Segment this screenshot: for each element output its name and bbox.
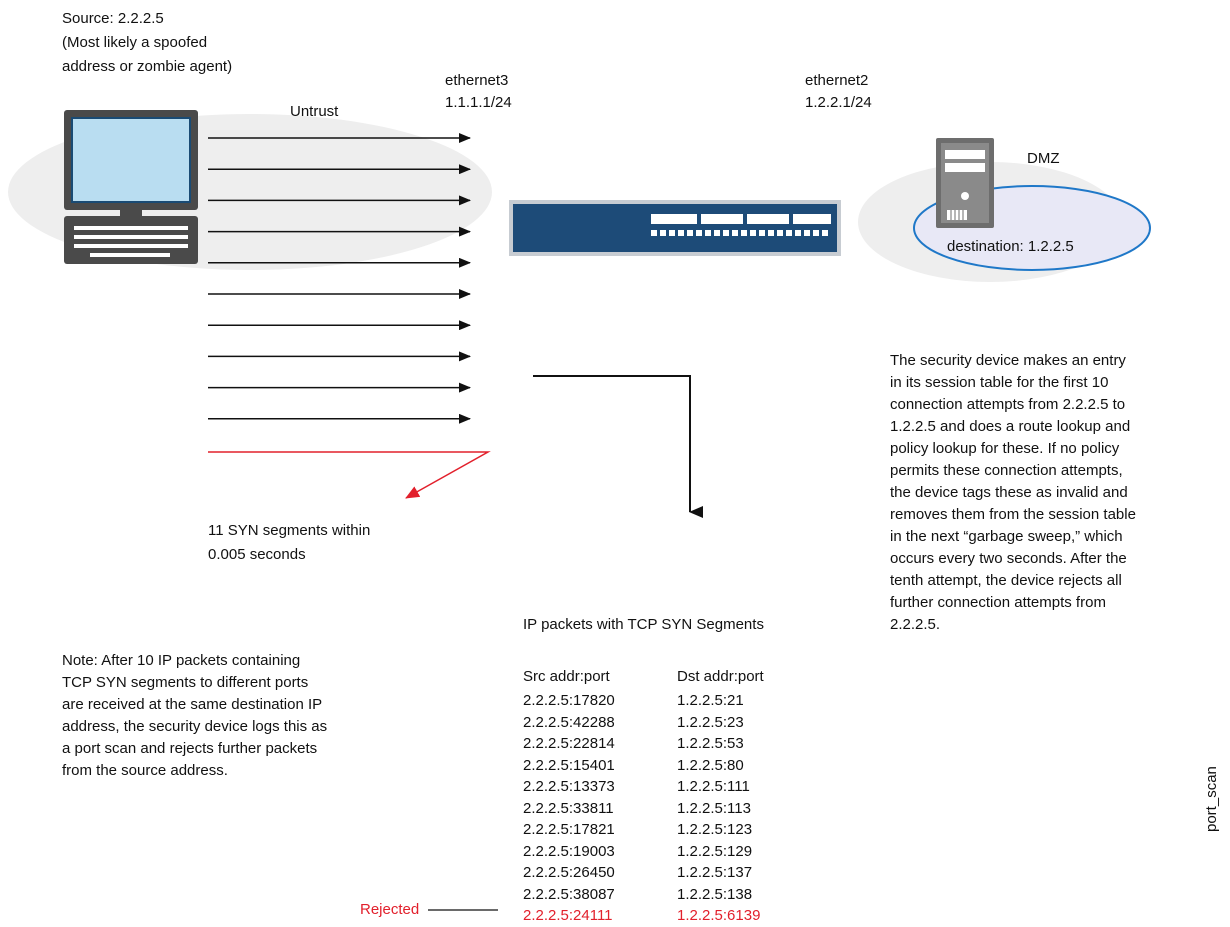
dst-header: Dst addr:port	[677, 668, 764, 685]
session-note-line: 1.2.2.5 and does a route lookup and	[890, 418, 1131, 435]
src-cell: 2.2.2.5:38087	[523, 885, 615, 903]
syn-arrows	[208, 133, 471, 424]
rejected-syn-arrow	[208, 451, 491, 499]
dst-cell: 1.2.2.5:129	[677, 842, 753, 860]
port-scan-note-line: from the source address.	[62, 762, 228, 779]
dst-cell: 1.2.2.5:80	[677, 756, 744, 774]
source-title: Source: 2.2.2.5	[62, 10, 164, 27]
security-device-icon	[509, 200, 841, 256]
ethernet2-ip: 1.2.2.1/24	[805, 94, 872, 111]
src-header: Src addr:port	[523, 668, 610, 685]
source-note-line2: address or zombie agent)	[62, 58, 233, 75]
syn-note-line1: 11 SYN segments within	[208, 522, 371, 539]
syn-note-line2: 0.005 seconds	[208, 546, 306, 563]
rejected-label: Rejected	[360, 901, 420, 918]
untrust-label: Untrust	[290, 103, 339, 120]
session-note-line: further connection attempts from	[890, 594, 1106, 611]
ethernet2-name: ethernet2	[805, 72, 869, 89]
port-scan-note: Note: After 10 IP packets containing TCP…	[62, 650, 422, 782]
server-icon	[936, 138, 994, 228]
figure-id-label: port_scan	[1203, 766, 1220, 832]
session-table-note: The security device makes an entry in it…	[890, 350, 1220, 636]
src-cell: 2.2.2.5:33811	[523, 799, 614, 817]
dst-cell: 1.2.2.5:138	[677, 885, 753, 903]
port-scan-note-line: TCP SYN segments to different ports	[62, 674, 309, 691]
session-note-line: in the next “garbage sweep,” which	[890, 528, 1123, 545]
src-cell: 2.2.2.5:42288	[523, 713, 615, 731]
session-note-line: the device tags these as invalid and	[890, 484, 1128, 501]
port-scan-note-line: Note: After 10 IP packets containing	[62, 652, 301, 669]
session-note-line: removes them from the session table	[890, 506, 1136, 523]
port-scan-note-line: are received at the same destination IP	[62, 696, 323, 713]
computer-icon	[64, 110, 198, 264]
source-note-line1: (Most likely a spoofed	[62, 34, 208, 51]
session-note-line: policy lookup for these. If no policy	[890, 440, 1120, 457]
ethernet3-ip: 1.1.1.1/24	[445, 94, 512, 111]
dst-cell: 1.2.2.5:21	[677, 692, 744, 709]
ethernet3-name: ethernet3	[445, 72, 509, 89]
port-scan-note-line: address, the security device logs this a…	[62, 718, 328, 735]
src-cell: 2.2.2.5:17820	[523, 692, 615, 709]
packets-down-arrow	[533, 375, 703, 518]
src-cell: 2.2.2.5:19003	[523, 842, 615, 860]
dst-cell: 1.2.2.5:111	[677, 778, 750, 795]
dst-cell: 1.2.2.5:137	[677, 864, 753, 881]
dst-cell: 1.2.2.5:123	[677, 821, 753, 838]
rejected-dst-cell: 1.2.2.5:6139	[677, 907, 761, 924]
session-note-line: permits these connection attempts,	[890, 462, 1123, 479]
dmz-label: DMZ	[1027, 150, 1060, 167]
src-cell: 2.2.2.5:17821	[523, 821, 615, 838]
dst-cell: 1.2.2.5:113	[677, 799, 751, 817]
src-cell: 2.2.2.5:22814	[523, 735, 615, 752]
session-note-line: 2.2.2.5.	[890, 616, 941, 633]
session-note-line: occurs every two seconds. After the	[890, 550, 1127, 567]
src-cell: 2.2.2.5:15401	[523, 756, 615, 774]
rejected-src-cell: 2.2.2.5:24111	[523, 907, 613, 924]
dst-cell: 1.2.2.5:23	[677, 713, 744, 731]
src-cell: 2.2.2.5:26450	[523, 864, 615, 881]
src-cell: 2.2.2.5:13373	[523, 778, 615, 795]
dst-cell: 1.2.2.5:53	[677, 735, 744, 752]
packet-table-title: IP packets with TCP SYN Segments	[523, 616, 764, 633]
session-note-line: The security device makes an entry	[890, 352, 1126, 369]
session-note-line: connection attempts from 2.2.2.5 to	[890, 396, 1126, 413]
session-note-line: in its session table for the first 10	[890, 374, 1109, 391]
destination-label: destination: 1.2.2.5	[947, 238, 1074, 255]
port-scan-note-line: a port scan and rejects further packets	[62, 740, 318, 757]
session-note-line: tenth attempt, the device rejects all	[890, 572, 1122, 589]
